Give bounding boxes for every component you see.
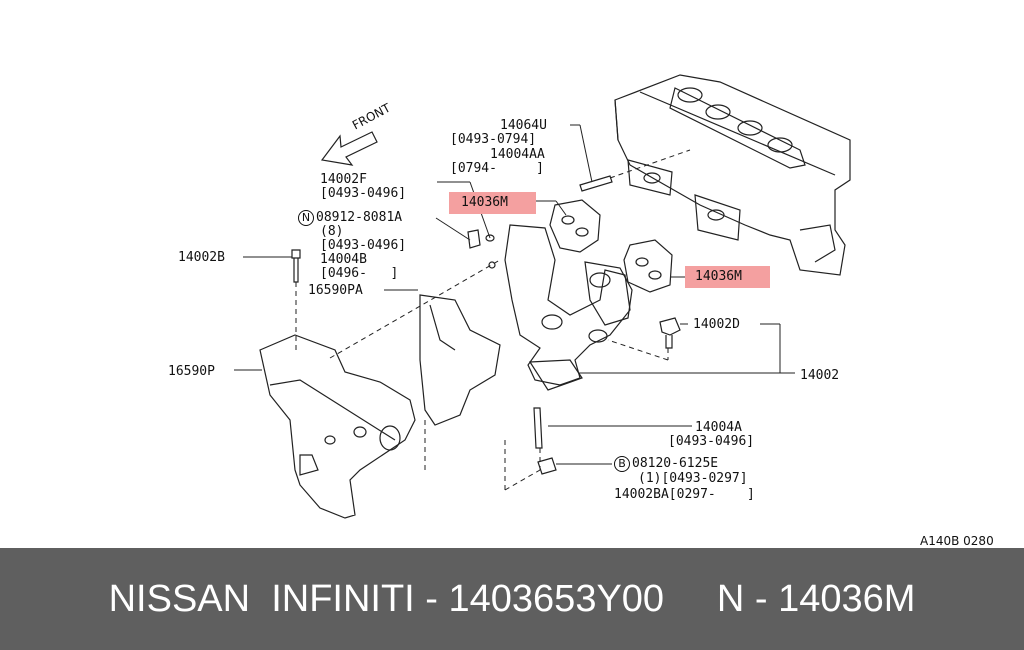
label-14004AA: 14004AA [490,147,545,162]
label-bolt-qty-date: (1)[0493-0297] [638,471,748,486]
footer-part-text: NISSAN INFINITI - 1403653Y00 N - 14036M [108,578,916,620]
label-nut-qty: (8) [320,224,344,239]
engine-block-drawing [614,74,851,276]
label-14004B: 14004B [320,252,367,267]
label-14004A: 14004A [695,420,742,435]
parts-diagram: FRONT 14064U [0493-0794] 14004AA [0794- … [168,74,994,548]
footer-banner: NISSAN INFINITI - 1403653Y00 N - 14036M [0,548,1024,650]
label-14002: 14002 [800,368,840,383]
label-14002F-date: [0493-0496] [320,186,407,201]
label-14002D: 14002D [693,317,740,332]
label-16590P: 16590P [168,364,215,379]
label-nut-part: 08912-8081A [316,210,403,225]
label-14002B: 14002B [178,250,225,265]
label-14002F: 14002F [320,172,367,187]
label-14036M-upper: 14036M [449,192,536,214]
leader-lines [234,124,795,465]
label-nut-date: [0493-0496] [320,238,407,253]
nut-symbol: N [298,210,314,226]
label-14002BA: 14002BA[0297- ] [614,487,755,502]
bolt-symbol: B [614,456,630,472]
manifold-drawing [504,224,633,391]
heat-shield-drawing [259,294,501,519]
label-14064U: 14064U [500,118,547,133]
label-16590PA: 16590PA [308,283,363,298]
reference-code: A140B 0280 [920,534,994,548]
label-14004AA-date: [0794- ] [450,161,544,176]
label-14004B-date: [0496- ] [320,266,399,281]
label-14004A-date: [0493-0496] [668,434,755,449]
gasket-drawing [549,199,673,293]
label-14064U-date: [0493-0794] [450,132,537,147]
front-arrow-icon [320,131,378,166]
label-14036M-lower: 14036M [685,266,770,288]
dashed-guides [295,149,691,491]
label-bolt-part: 08120-6125E [632,456,719,471]
diagram-drawing [234,74,851,519]
